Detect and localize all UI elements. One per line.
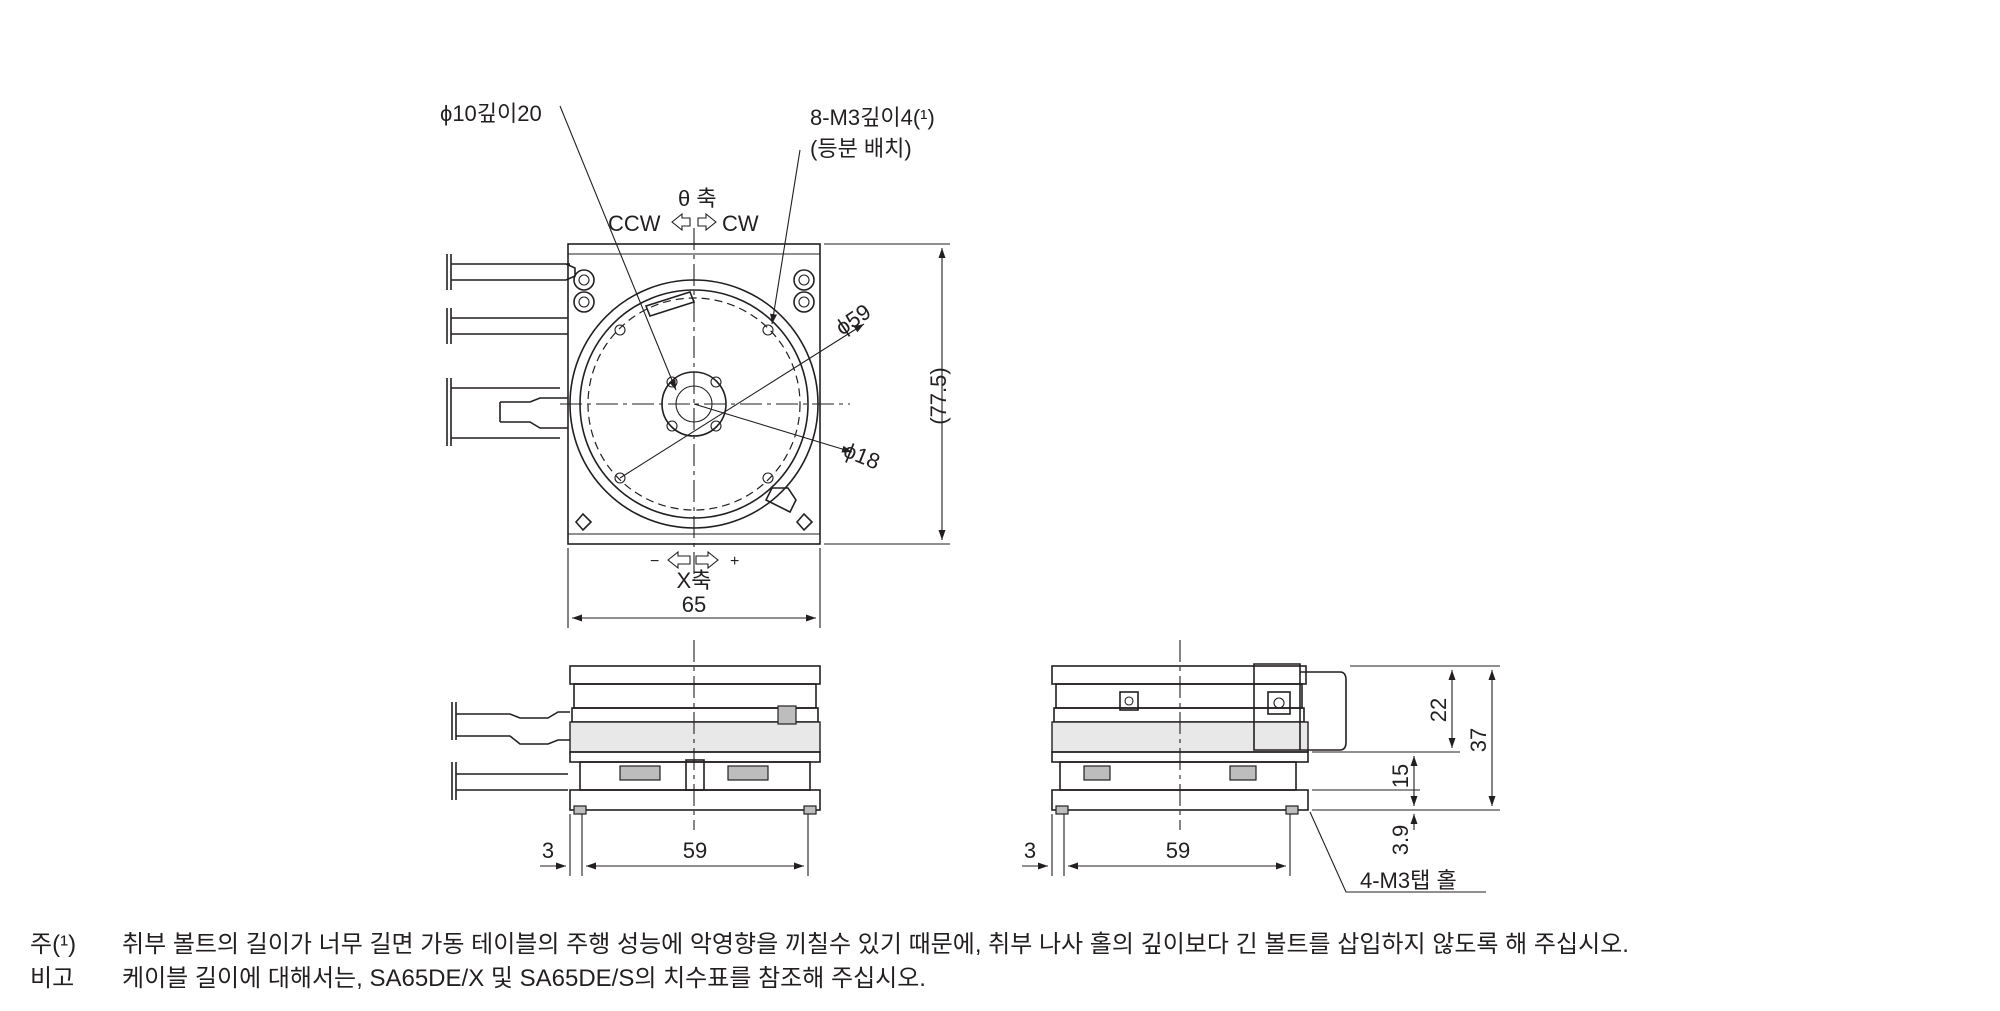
dimension-22: 22 (1426, 698, 1451, 722)
note-label: 비고 (30, 965, 75, 992)
drawing-notes: 주(¹) 취부 볼트의 길이가 너무 길면 가동 테이블의 주행 성능에 악영향… (30, 928, 1990, 996)
corner-screw-icon (573, 269, 815, 532)
phi59-label: ϕ59 (831, 299, 875, 340)
x-axis-label: X축 (677, 568, 712, 593)
front-view (451, 640, 821, 876)
top-view (446, 105, 950, 628)
plus-sign: + (730, 553, 739, 570)
side-view (1022, 640, 1500, 893)
tap-hole-icon (614, 324, 774, 484)
width-dimension: 65 (682, 592, 706, 617)
height-dimension: (77.5) (926, 367, 951, 424)
note-text: 케이블 길이에 대해서는, SA65DE/X 및 SA65DE/S의 치수표를 … (122, 965, 926, 992)
tap-callout: 8-M3깊이4(¹) (810, 105, 935, 130)
note-text: 취부 볼트의 길이가 너무 길면 가동 테이블의 주행 성능에 악영향을 끼칠수… (122, 931, 1629, 958)
tap-callout-arrangement: (등분 배치) (810, 136, 912, 161)
phi18-label: ϕ18 (840, 437, 883, 474)
side-offset-dimension: 3 (1024, 838, 1036, 863)
front-offset-dimension: 3 (542, 838, 554, 863)
cw-label: CW (722, 211, 759, 236)
theta-axis-label: θ 축 (678, 186, 717, 211)
note-row: 비고 케이블 길이에 대해서는, SA65DE/X 및 SA65DE/S의 치수… (30, 962, 1990, 996)
side-pitch-dimension: 59 (1166, 838, 1190, 863)
tap-hole-label: 4-M3탭 홀 (1360, 868, 1457, 893)
top-view-cables (446, 254, 576, 446)
hole-callout: ϕ10깊이20 (440, 101, 542, 126)
note-row: 주(¹) 취부 볼트의 길이가 너무 길면 가동 테이블의 주행 성능에 악영향… (30, 928, 1990, 962)
dimension-37: 37 (1466, 728, 1491, 752)
front-pitch-dimension: 59 (683, 838, 707, 863)
ccw-label: CCW (608, 211, 661, 236)
minus-sign: − (650, 553, 659, 570)
dimension-3-9: 3.9 (1388, 825, 1413, 856)
dimension-15: 15 (1388, 764, 1413, 788)
note-label: 주(¹) (30, 931, 77, 958)
